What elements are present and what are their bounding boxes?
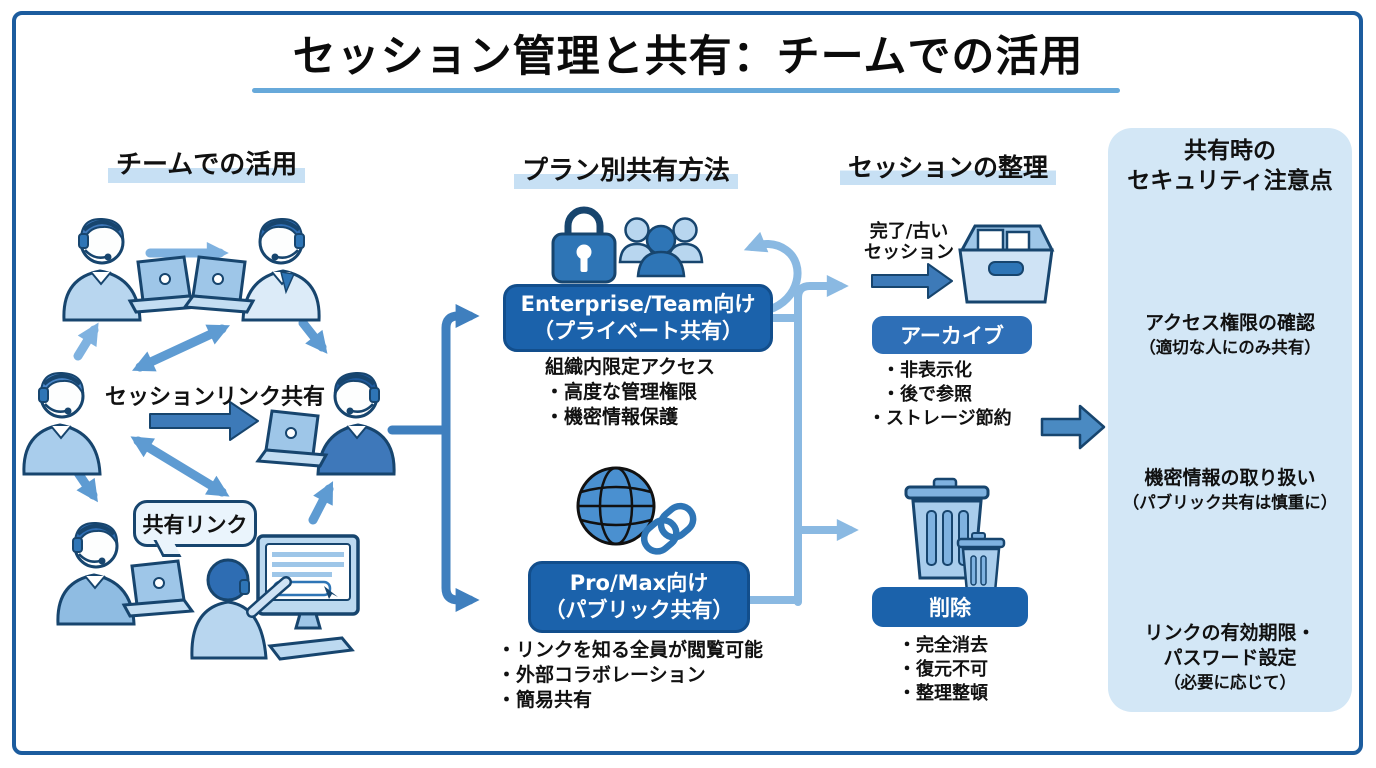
archive-point: ・後で参照: [882, 384, 972, 405]
completed-old-session-label: 完了/古い セッション: [864, 221, 954, 263]
promax-box-line2: （パブリック共有）: [544, 598, 734, 622]
security-item3-title: リンクの有効期限・: [1144, 622, 1316, 644]
delete-label-box: 削除: [872, 587, 1028, 627]
security-item3-note: （必要に応じて）: [1164, 673, 1296, 692]
organize-section-heading: セッションの整理: [840, 148, 1057, 185]
enterprise-points: 組織内限定アクセス ・高度な管理権限 ・機密情報保護: [545, 355, 715, 430]
fork-to-plans: [387, 304, 480, 612]
promax-point: ・リンクを知る全員が閲覧可能: [497, 639, 764, 661]
enterprise-team-box: Enterprise/Team向け （プライベート共有）: [503, 284, 773, 352]
security-item2-note: （パブリック共有は慎重に）: [1122, 493, 1338, 512]
share-link-bubble: 共有リンク: [133, 500, 257, 547]
enterprise-loop-arrow: [743, 231, 802, 314]
archive-label-box: アーカイブ: [872, 316, 1032, 354]
title-underline: [252, 88, 1120, 93]
team-group-icon: [618, 217, 704, 278]
team-member-top-left: [61, 216, 200, 322]
enterprise-point: 組織内限定アクセス: [545, 356, 716, 378]
trash-icon: [904, 477, 1006, 594]
promax-point: ・外部コラボレーション: [497, 664, 706, 686]
session-link-share-label: セッションリンク共有: [105, 385, 326, 410]
security-item2-title: 機密情報の取り扱い: [1144, 467, 1316, 489]
security-panel-heading: 共有時の セキュリティ注意点: [1127, 138, 1333, 194]
archive-point: ・ストレージ節約: [868, 408, 1012, 429]
session-link-arrow: [149, 401, 259, 441]
team-section-heading: チームでの活用: [108, 144, 306, 183]
link-icon: [640, 502, 697, 555]
team-arrows: [71, 242, 334, 525]
archive-box-icon: [958, 224, 1055, 304]
security-item1-title: アクセス権限の確認: [1144, 312, 1316, 334]
team-member-at-monitor: [190, 534, 360, 661]
enterprise-point: ・高度な管理権限: [545, 381, 698, 403]
team-member-top-right: [183, 216, 322, 322]
tie: [279, 271, 296, 295]
promax-box-line1: Pro/Max向け: [569, 571, 709, 595]
security-panel: [1108, 128, 1352, 712]
padlock-icon: [551, 206, 617, 284]
page-title: セッション管理と共有：チームでの活用: [292, 32, 1084, 82]
promax-point: ・簡易共有: [497, 689, 593, 711]
to-security-arrow: [1040, 404, 1106, 450]
globe-icon: [576, 466, 656, 546]
fork-to-organize: [738, 275, 859, 606]
promax-points: ・リンクを知る全員が閲覧可能 ・外部コラボレーション ・簡易共有: [497, 638, 763, 713]
enterprise-point: ・機密情報保護: [545, 406, 679, 428]
archive-point: ・非表示化: [882, 360, 972, 381]
pro-max-box: Pro/Max向け （パブリック共有）: [528, 561, 750, 633]
security-item3-title2: パスワード設定: [1163, 647, 1297, 669]
delete-point: ・整理整頓: [898, 683, 988, 704]
archive-flow-arrow: [871, 263, 953, 299]
delete-point: ・復元不可: [898, 659, 988, 680]
enterprise-box-line1: Enterprise/Team向け: [520, 292, 756, 316]
delete-point: ・完全消去: [898, 635, 988, 656]
archive-points: ・非表示化 ・後で参照 ・ストレージ節約: [868, 359, 1012, 431]
enterprise-box-line2: （プライベート共有）: [533, 319, 743, 343]
security-item1-note: （適切な人にのみ共有）: [1139, 338, 1321, 357]
team-member-middle-left: [21, 370, 102, 476]
delete-points: ・完全消去 ・復元不可 ・整理整頓: [898, 634, 988, 706]
plans-section-heading: プラン別共有方法: [514, 150, 739, 189]
